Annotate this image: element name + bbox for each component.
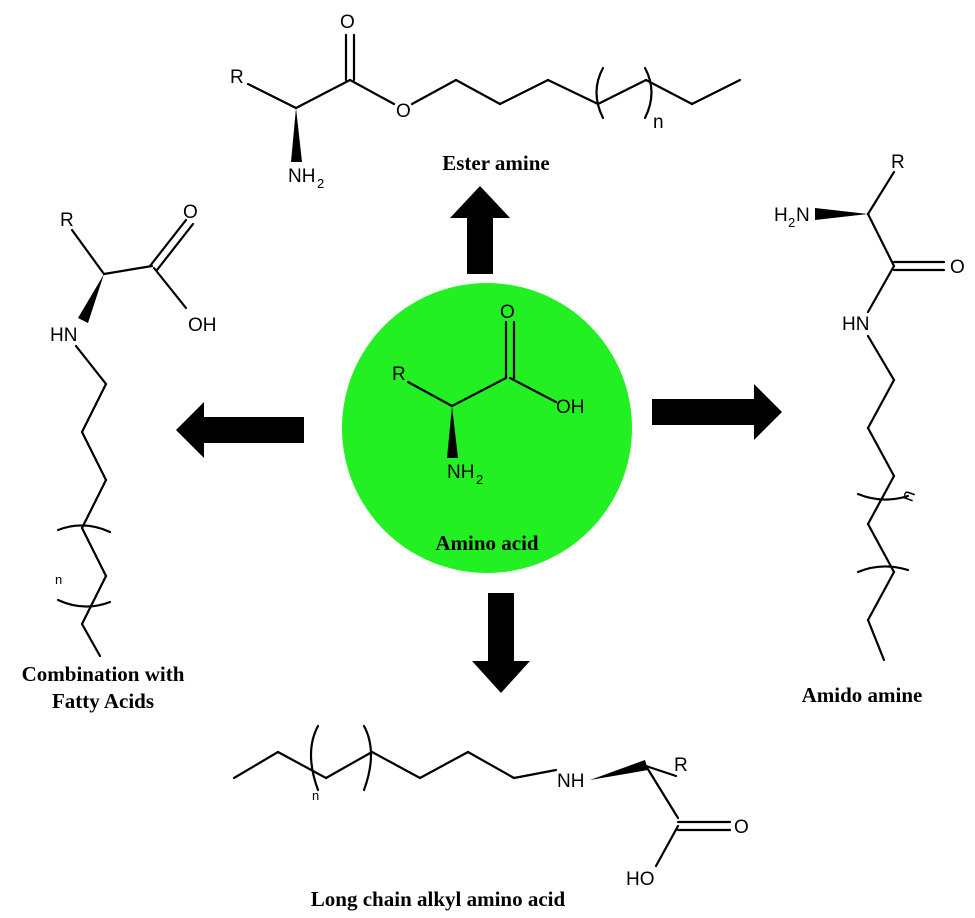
amino-acid-circle: [342, 283, 632, 573]
ester-o-carbonyl-label: O: [340, 12, 355, 33]
amido-hn-label: HN: [842, 314, 869, 335]
fatty-caption-line1: Combination with: [22, 662, 185, 686]
amido-h2n-n-label: N: [796, 205, 810, 226]
arrow-right: [652, 384, 782, 440]
arrow-up: [450, 186, 510, 274]
amido-n-label: n: [897, 487, 920, 504]
ester-nh-label: NH: [288, 166, 315, 187]
ester-amine-structure: R O O n NH 2: [230, 12, 742, 191]
fatty-hn-label: HN: [50, 325, 77, 346]
long-chain-o-label: O: [734, 817, 749, 838]
long-chain-alkyl-amino-acid-structure: n NH R O HO: [232, 724, 749, 890]
fatty-acid-combination-structure: R O OH HN n: [50, 202, 217, 658]
amino-acid-structure: R O OH NH 2: [392, 302, 585, 487]
amino-acid-o-label: O: [500, 302, 515, 323]
amido-o-label: O: [950, 257, 965, 278]
amido-amine-structure: R H 2 N O HN n: [774, 152, 965, 662]
amino-acid-nh-subscript: 2: [476, 472, 483, 487]
arrow-left: [176, 402, 304, 458]
ester-o-label: O: [396, 101, 411, 122]
long-chain-nh-label: NH: [557, 771, 584, 792]
center-caption: Amino acid: [435, 531, 539, 555]
amino-acid-nh-label: NH: [447, 462, 474, 483]
fatty-r-label: R: [60, 210, 74, 231]
amido-h2n-subscript: 2: [788, 215, 795, 230]
ester-r-label: R: [230, 67, 244, 88]
long-chain-ho-label: HO: [626, 869, 655, 890]
fatty-caption-line2: Fatty Acids: [52, 689, 154, 713]
fatty-oh-label: OH: [188, 315, 217, 336]
amino-acid-oh-label: OH: [556, 397, 585, 418]
ester-nh-subscript: 2: [317, 176, 324, 191]
amino-acid-r-label: R: [392, 364, 406, 385]
fatty-n-label: n: [55, 572, 62, 587]
fatty-o-label: O: [183, 202, 198, 223]
amido-h2n-h-label: H: [774, 205, 788, 226]
ester-n-label: n: [653, 112, 664, 133]
long-chain-n-label: n: [312, 788, 319, 803]
arrow-down: [472, 593, 530, 693]
amido-amine-caption: Amido amine: [802, 683, 923, 707]
long-chain-caption: Long chain alkyl amino acid: [311, 887, 566, 911]
ester-amine-caption: Ester amine: [442, 151, 550, 175]
amido-r-label: R: [891, 152, 905, 173]
long-chain-r-label: R: [674, 755, 688, 776]
